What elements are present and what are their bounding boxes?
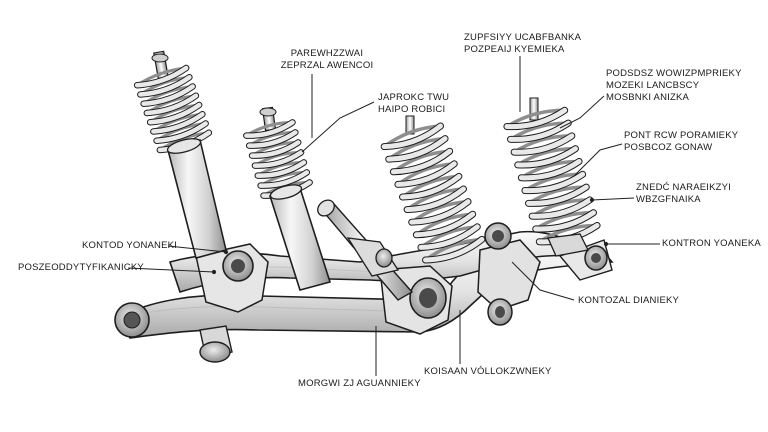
label-top-right-a: ZUPFSIYY UCABFBANKA POZPEAIJ KYEMIEKA bbox=[464, 32, 582, 55]
leader-right-b bbox=[573, 143, 623, 177]
label-right-e: KONTOZAL DIANIEKY bbox=[578, 295, 680, 306]
strut-left bbox=[133, 50, 227, 259]
leader-right-c bbox=[591, 197, 635, 201]
leader-right-e bbox=[511, 261, 575, 301]
leader-left-b bbox=[127, 267, 215, 273]
label-left-a: KONTOD YONANEKI bbox=[82, 240, 178, 251]
label-bottom-a: MORGWI ZJ AGUANNIEKY bbox=[298, 378, 421, 389]
coil-spring-right bbox=[503, 97, 601, 257]
tie-rod bbox=[317, 199, 414, 301]
leader-lines bbox=[127, 56, 660, 376]
label-right-a: PODSDSZ WOWIZPMPRIEKY MOZEKI LANCBSCY MO… bbox=[606, 68, 742, 103]
strut-center-left bbox=[243, 106, 332, 291]
label-right-d: KONTRON YOANEKA bbox=[662, 238, 761, 249]
label-bottom-b: KOISAAN VÓLLOKZWNEKY bbox=[424, 366, 552, 377]
subframe-assembly bbox=[116, 230, 614, 363]
label-right-c: ZNEDĆ NARAEIKZYI WBZGFNAIKA bbox=[636, 182, 732, 205]
label-right-b: PONT RCW PORAMIEKY POSBCOZ GONAW bbox=[624, 130, 739, 153]
coil-spring-center bbox=[380, 115, 486, 264]
label-top-center-b: JAPROKC TWU HAIPO ROBICI bbox=[378, 92, 450, 115]
label-top-center-a: PAREWHZZWAI ZEPRZAL AWENCOI bbox=[280, 48, 374, 71]
bushings bbox=[114, 222, 608, 338]
label-left-b: POSZEODDYTYFIKANICKY bbox=[18, 262, 144, 273]
leader-left-a bbox=[167, 245, 227, 253]
right-knuckle-bracket bbox=[477, 239, 541, 311]
leader-right-a bbox=[559, 95, 605, 129]
leader-top-center-b bbox=[301, 101, 375, 153]
